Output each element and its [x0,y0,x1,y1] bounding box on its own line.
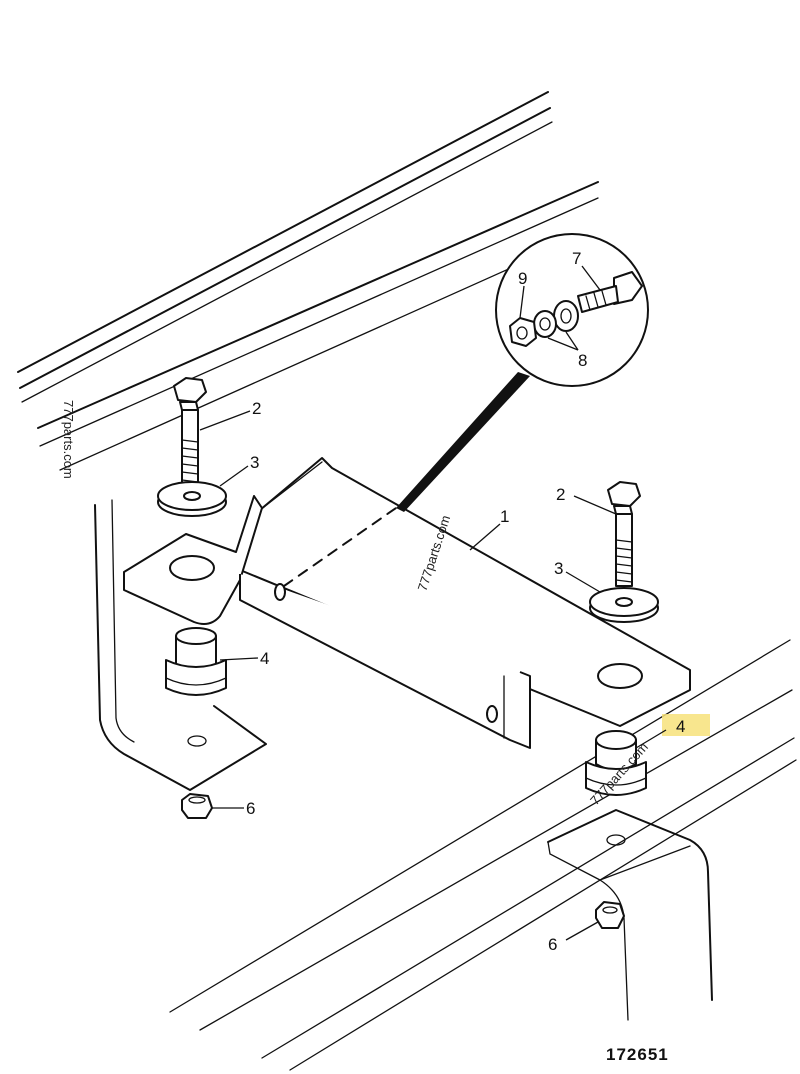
left-washer [157,481,227,517]
detail-nut [509,317,537,347]
leader-lines [199,265,667,941]
callout-2-left: 2 [252,399,261,418]
callout-3-left: 3 [250,453,259,472]
detail-washer-small [533,310,557,338]
callout-4-right: 4 [676,717,685,736]
detail-washer-large [553,300,579,332]
callout-2-right: 2 [556,485,565,504]
callout-3-right: 3 [554,559,563,578]
callout-6-right: 6 [548,935,557,954]
callout-1: 1 [500,507,509,526]
callout-9: 9 [518,269,527,288]
watermark-left: 777parts.com [61,400,76,479]
left-rubber-mount [165,627,227,696]
left-nut [181,793,213,819]
callout-7: 7 [572,249,581,268]
right-bolt [607,481,641,587]
right-support-bracket [547,809,713,1021]
callout-highlight [662,714,710,736]
main-bracket [123,457,691,749]
detail-circle [495,233,649,387]
frame-rail-upper [17,91,599,471]
callout-4-left: 4 [260,649,269,668]
callout-6-left: 6 [246,799,255,818]
callout-8: 8 [578,351,587,370]
detail-bolt [577,271,643,313]
right-rubber-mount [585,730,647,796]
drawing-number: 172651 [606,1045,669,1064]
left-support-bracket [94,499,267,791]
right-washer [589,587,659,623]
left-bolt [173,377,207,487]
frame-rail-lower [169,639,797,1071]
detail-leader-band [396,372,530,512]
right-nut [595,901,625,929]
